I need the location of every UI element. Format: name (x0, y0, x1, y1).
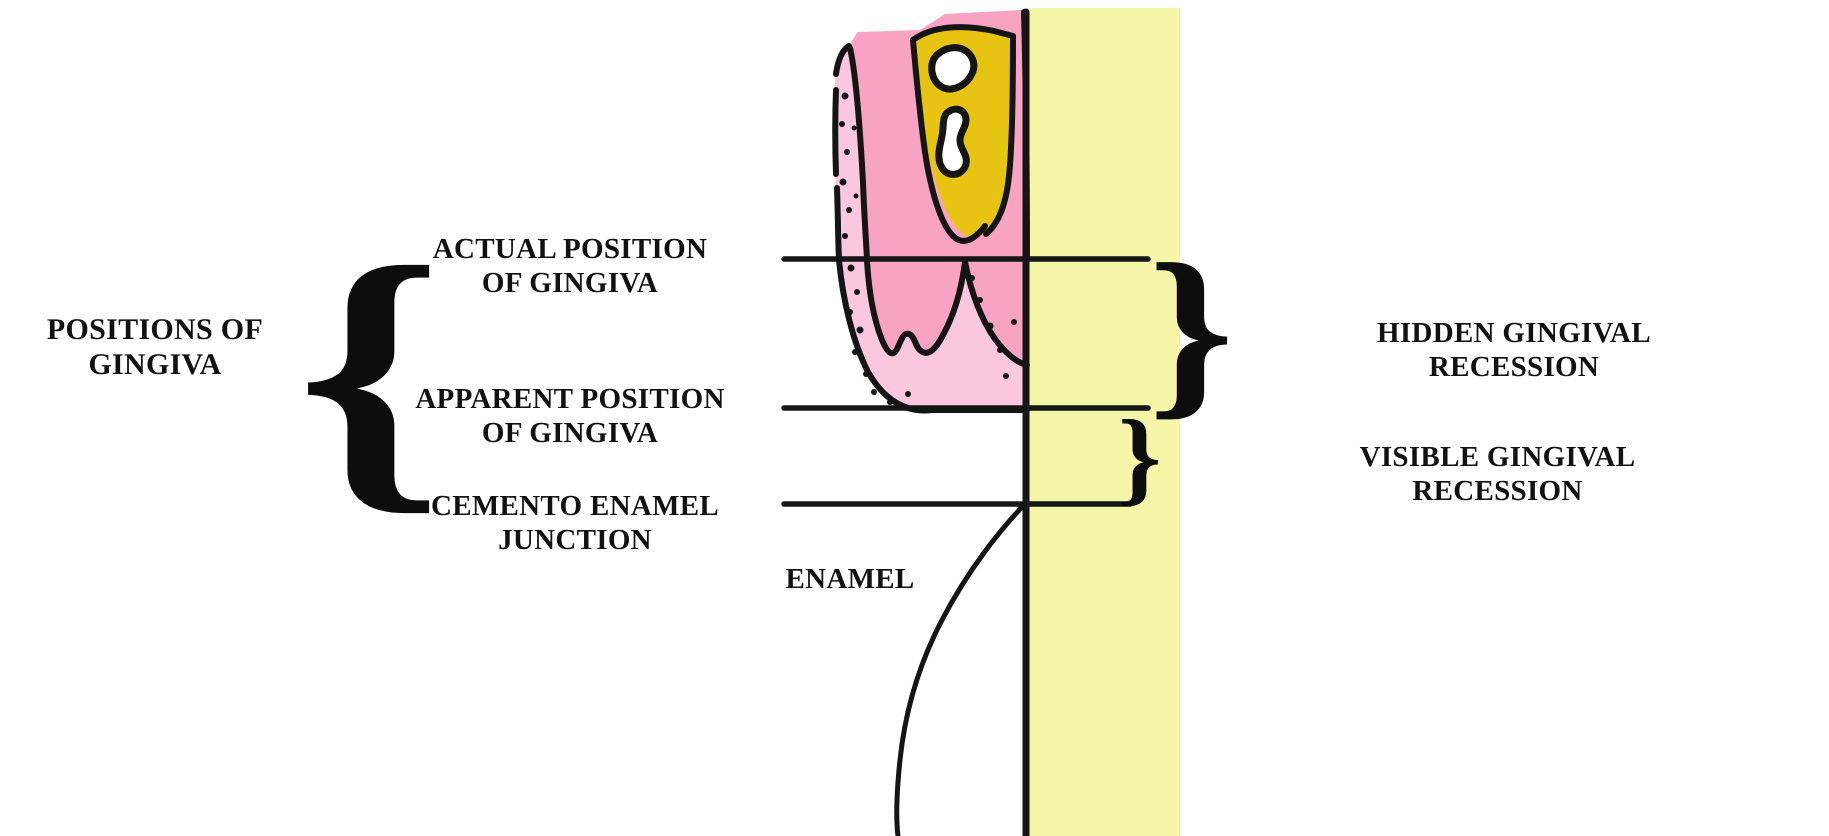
gingiva-inner-boundary (847, 45, 870, 262)
gingiva-stippled-band-upper (834, 48, 866, 258)
label-cemento-enamel-junction: CEMENTO ENAMEL JUNCTION (430, 490, 720, 557)
enamel-band-region (1027, 8, 1180, 836)
gingiva-left-outline-b (832, 87, 839, 177)
gingiva-margin-outline (962, 259, 1030, 368)
gingiva-margin-wedge (964, 261, 1027, 364)
visible-gingival-recession-brace: } (1118, 398, 1162, 515)
ligament-inclusion-upper (928, 44, 978, 93)
enamel-contour-line (894, 502, 1027, 836)
hidden-gingival-recession-brace: } (1148, 226, 1235, 436)
label-hidden-gingival-recession: HIDDEN GINGIVAL RECESSION (1377, 317, 1651, 384)
label-apparent-position-of-gingiva: APPARENT POSITION OF GINGIVA (415, 383, 725, 450)
positions-of-gingiva-brace: { (296, 206, 444, 538)
gingiva-papilla-core (866, 260, 964, 353)
gingiva-papilla-core-outline (864, 258, 968, 357)
ligament-right-outline (983, 33, 1016, 237)
ligament-inclusion-lower (935, 105, 970, 178)
label-actual-position-of-gingiva: ACTUAL POSITION OF GINGIVA (432, 233, 708, 300)
gingiva-stipple-dots (839, 92, 1017, 405)
label-visible-gingival-recession: VISIBLE GINGIVAL RECESSION (1359, 441, 1636, 508)
label-positions-of-gingiva: POSITIONS OF GINGIVA (46, 313, 264, 382)
gingiva-left-outline-c (834, 185, 842, 262)
ligament-left-outline (910, 37, 988, 244)
ligament-top-outline (910, 24, 1016, 43)
label-enamel: ENAMEL (785, 563, 915, 595)
